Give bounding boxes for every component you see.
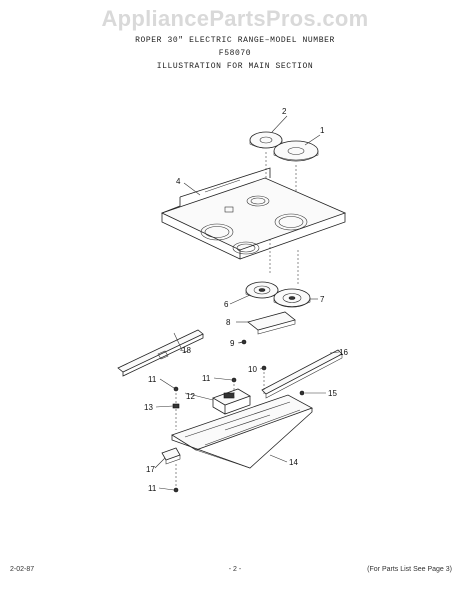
screw-11-bottom	[173, 487, 179, 493]
callout-15: 15	[328, 389, 337, 398]
footer-date: 2-02-87	[10, 566, 35, 573]
callout-12: 12	[186, 392, 195, 401]
callout-13: 13	[144, 403, 153, 412]
callout-18: 18	[182, 346, 191, 355]
callout-11-center: 11	[202, 374, 211, 383]
callout-2: 2	[282, 107, 287, 116]
model-number: F58070	[218, 49, 252, 58]
callout-10: 10	[248, 365, 257, 374]
callout-17: 17	[146, 465, 155, 474]
drip-bowl-6	[245, 281, 279, 299]
title-line-1: ROPER 30" ELECTRIC RANGE–MODEL NUMBER	[135, 36, 335, 45]
brace-16	[261, 349, 343, 399]
callout-16: 16	[339, 348, 348, 357]
callout-6: 6	[224, 300, 229, 309]
main-top	[160, 167, 347, 260]
surface-unit-1	[273, 140, 319, 162]
surface-unit-2	[249, 131, 283, 149]
screw-15	[299, 390, 305, 396]
callout-11-bottom: 11	[148, 484, 157, 493]
callout-7: 7	[320, 295, 325, 304]
trim-strip-18	[117, 329, 204, 377]
terminal-block-12	[212, 388, 251, 415]
burner-box-14	[171, 394, 313, 469]
illustration-title: ILLUSTRATION FOR MAIN SECTION	[156, 62, 314, 71]
watermark: AppliancePartsPros.com	[101, 6, 369, 31]
callout-14: 14	[289, 458, 298, 467]
drip-bowl-7	[273, 288, 311, 308]
callout-11-left: 11	[148, 375, 157, 384]
bracket-17	[161, 447, 181, 465]
callout-1: 1	[320, 126, 325, 135]
callout-8: 8	[226, 318, 231, 327]
callout-4: 4	[176, 177, 181, 186]
footer-parts-list-note: (For Parts List See Page 3)	[367, 566, 452, 573]
footer-page-number: - 2 -	[228, 566, 242, 573]
bracket-8	[236, 311, 296, 335]
callout-9: 9	[230, 339, 235, 348]
